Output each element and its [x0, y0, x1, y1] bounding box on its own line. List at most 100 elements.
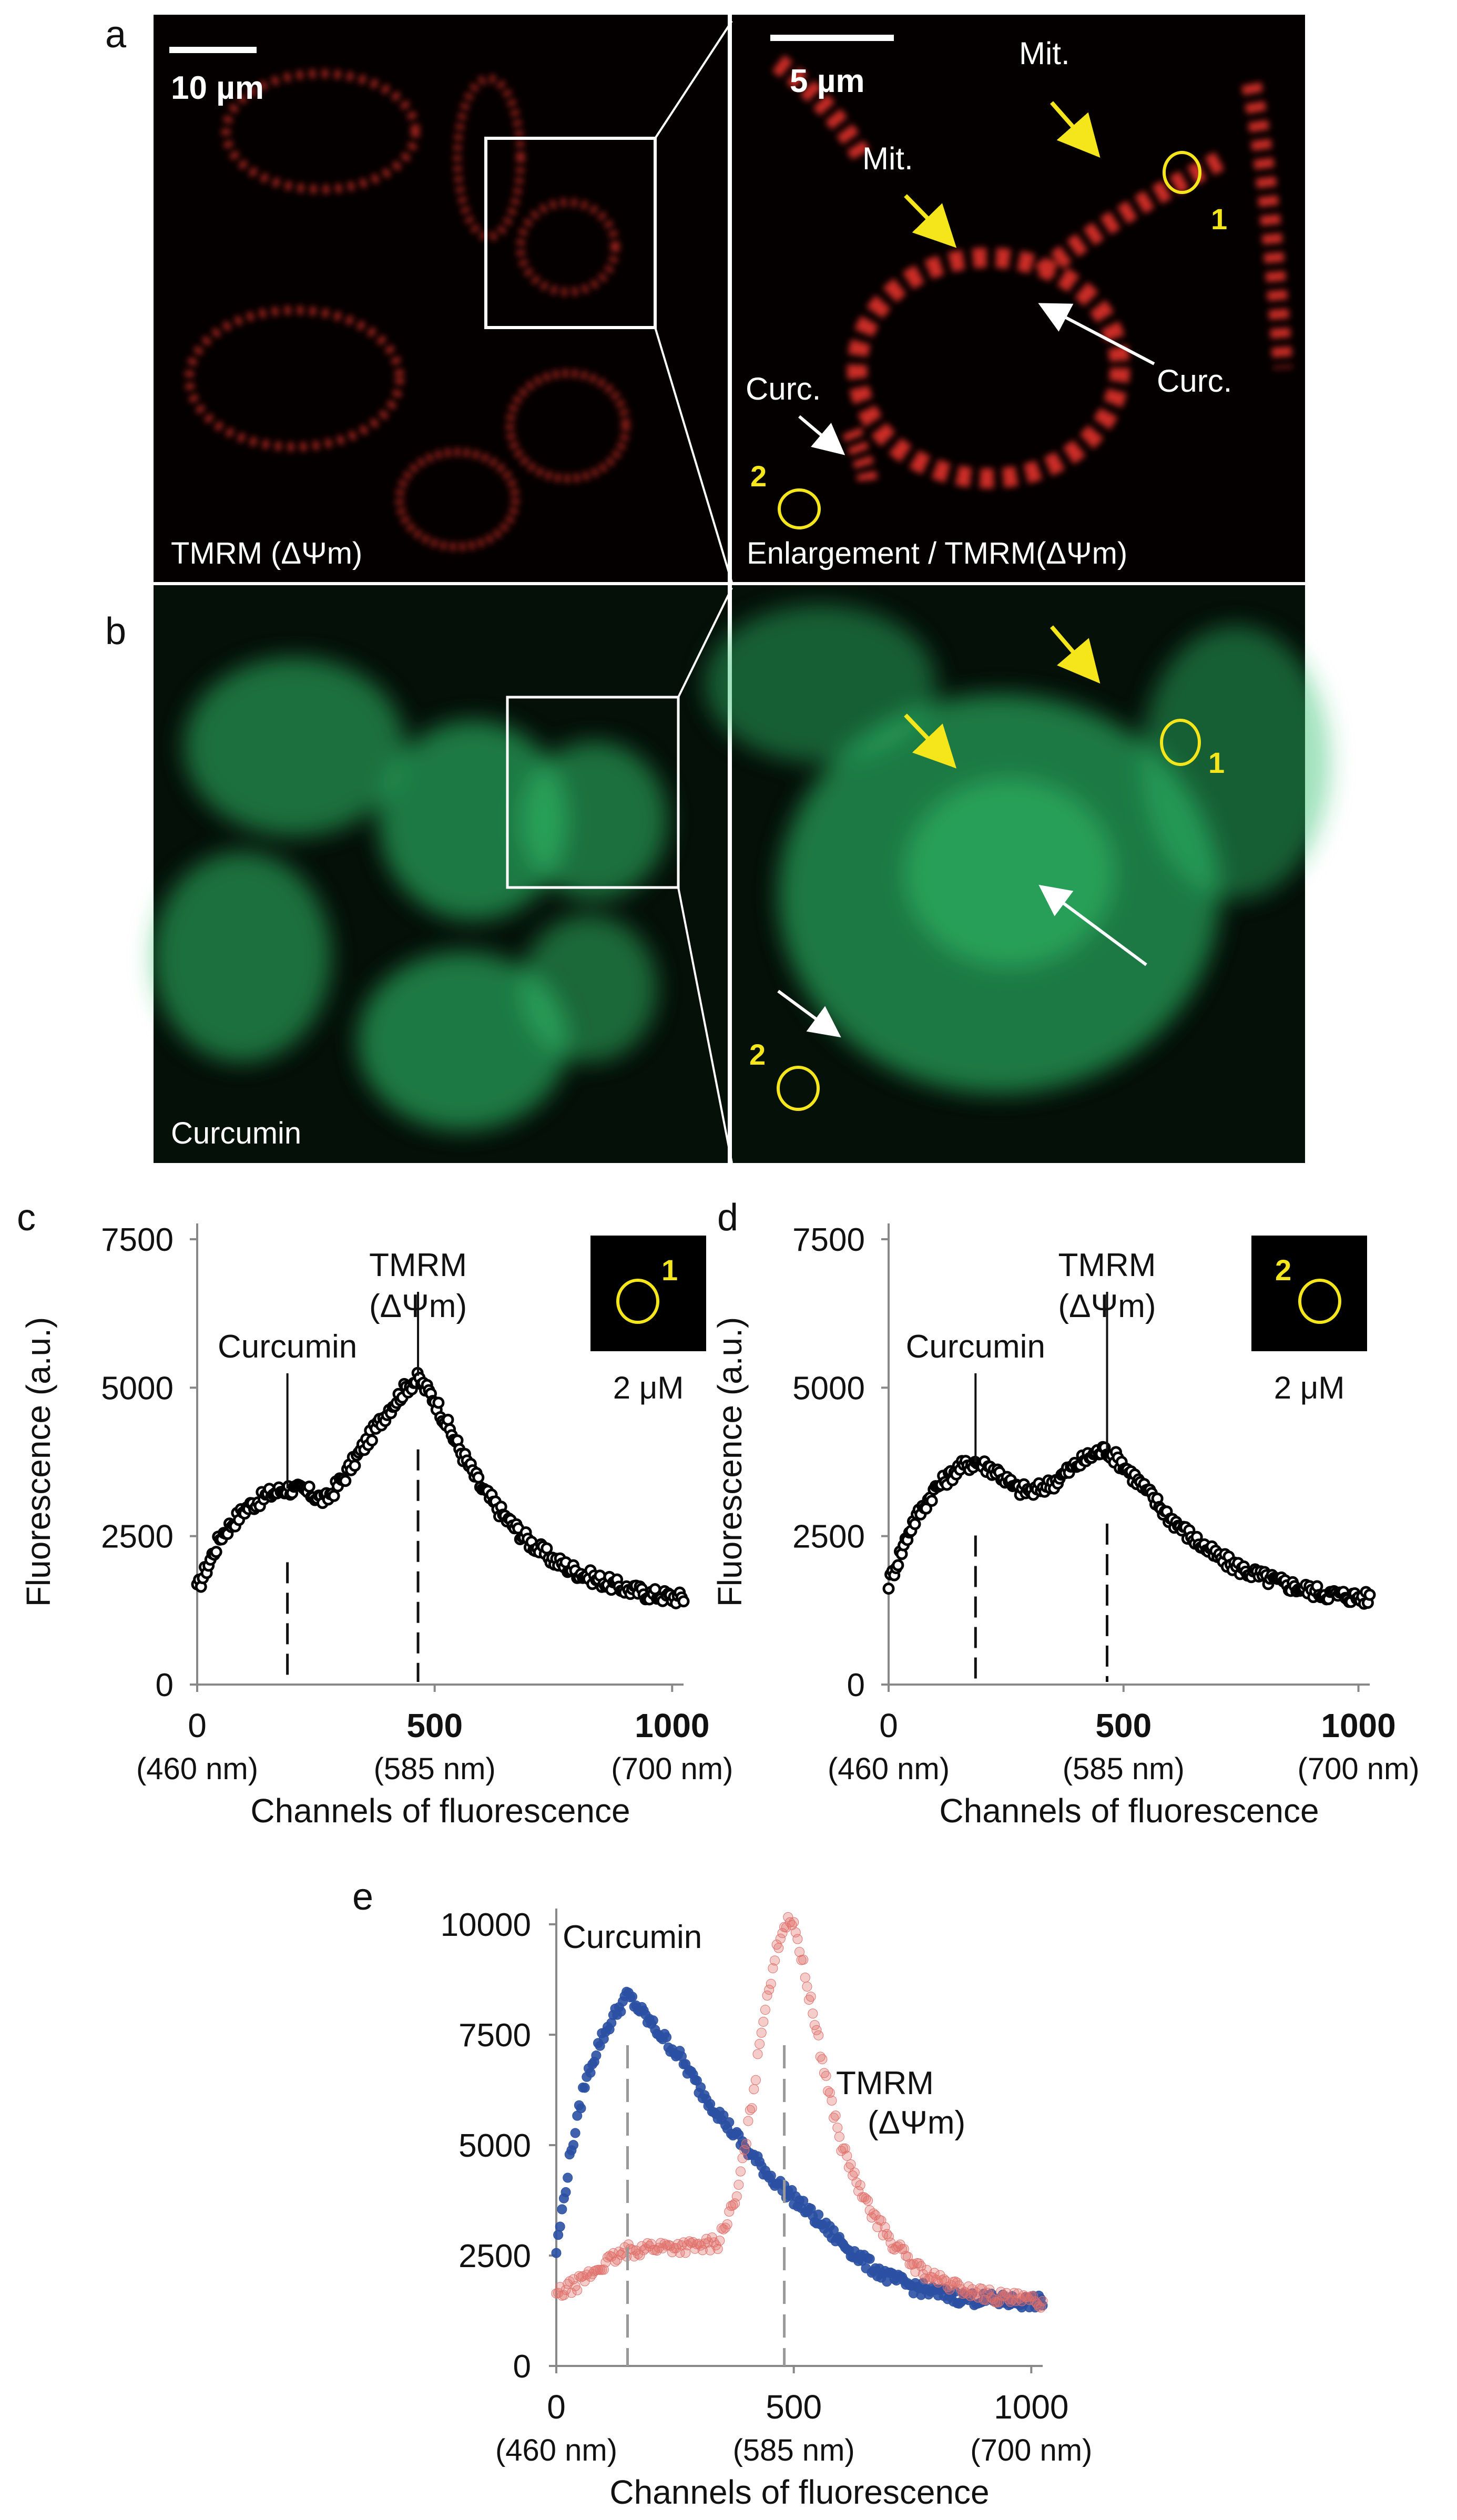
- chart-e-y-tick-label: 7500: [459, 2017, 531, 2054]
- panel-a-zoom-box: [484, 137, 657, 329]
- chart-e-series-tmrm: [551, 1912, 1048, 2313]
- chart-e-point: [610, 2256, 620, 2267]
- chart-e-point: [823, 2086, 833, 2096]
- chart-e-x-tick-sub: (460 nm): [495, 2433, 617, 2467]
- chart-e-point: [745, 2105, 756, 2115]
- chart-e-point: [731, 2191, 742, 2201]
- chart-e-point: [792, 1934, 803, 1944]
- chart-c-y-label: Fluorescence (a.u.): [19, 1317, 57, 1607]
- chart-e-point: [591, 2050, 602, 2061]
- chart-e-point: [737, 2153, 748, 2164]
- chart-e-point: [798, 1954, 809, 1965]
- chart-e-point: [627, 1992, 638, 2002]
- chart-c-y-tick-label: 7500: [101, 1222, 174, 1258]
- chart-e-series-label-tmrm-2: (ΔΨm): [868, 2105, 965, 2141]
- chart-e-point: [829, 2225, 839, 2236]
- chart-e-point: [988, 2293, 998, 2304]
- chart-e-point: [883, 2231, 894, 2242]
- panel-a-curc-arrow-1: [1038, 303, 1155, 365]
- chart-e-point: [868, 2208, 879, 2219]
- chart-e-point: [827, 2095, 837, 2106]
- panel-a-roi-2-label: 2: [750, 460, 767, 493]
- chart-e-point: [864, 2253, 875, 2264]
- chart-d-x-tick-sub: (700 nm): [1298, 1752, 1420, 1786]
- chart-e-point: [834, 2131, 844, 2142]
- chart-d-y-tick-label: 5000: [792, 1370, 865, 1406]
- chart-e-point: [960, 2287, 970, 2297]
- chart-e-point: [817, 2054, 828, 2065]
- panel-b: b 1 2 Curcumin: [105, 582, 1330, 1164]
- chart-d-y-tick-label: 7500: [792, 1222, 865, 1258]
- chart-e-point: [843, 2162, 854, 2172]
- chart-e-point: [585, 2271, 596, 2282]
- chart-c-y-tick-label: 5000: [101, 1370, 174, 1406]
- chart-e-point: [585, 2067, 596, 2078]
- chart-d-y-tick-label: 0: [847, 1667, 865, 1703]
- chart-e-point: [775, 1933, 786, 1944]
- chart-e-x-tick-sub: (585 nm): [733, 2433, 855, 2467]
- chart-d-peak-label: TMRM: [1058, 1247, 1156, 1283]
- panel-b-letter: b: [105, 610, 126, 652]
- chart-e-point: [675, 2248, 685, 2258]
- panel-b-zoom-guide-top: [677, 587, 733, 698]
- panel-a-roi-1-label: 1: [1211, 202, 1227, 236]
- panel-a-mit-arrow-2: [904, 194, 957, 248]
- chart-e-point: [770, 1955, 780, 1966]
- chart-e-point: [709, 2237, 719, 2248]
- chart-c-point: [328, 1489, 340, 1502]
- chart-e-point: [755, 2039, 765, 2049]
- chart-c-y-tick-label: 2500: [101, 1519, 174, 1555]
- chart-e-point: [965, 2291, 976, 2301]
- chart-e-point: [743, 2116, 753, 2126]
- chart-d-peak-label-2: (ΔΨm): [1058, 1288, 1156, 1324]
- chart-e-point: [1007, 2294, 1017, 2305]
- chart-e-point: [718, 2224, 729, 2235]
- panel-b-yellow-arrow-2: [904, 713, 957, 769]
- chart-e-point: [813, 2030, 824, 2041]
- panel-a-letter: a: [105, 14, 127, 56]
- chart-e-point: [680, 2248, 691, 2258]
- panel-a-left-label: TMRM (ΔΨm): [171, 536, 362, 570]
- chart-e-point: [813, 2209, 824, 2220]
- chart-e-point: [809, 2020, 820, 2031]
- chart-d-peak-label: Curcumin: [906, 1329, 1045, 1365]
- chart-e-point: [952, 2278, 962, 2288]
- chart-e-point: [612, 2254, 623, 2265]
- chart-d-inset-roi-circle: [1298, 1279, 1341, 1324]
- chart-c-point: [442, 1413, 454, 1426]
- chart-e-point: [824, 2087, 835, 2098]
- chart-e-point: [750, 2075, 761, 2085]
- chart-e-point: [830, 2110, 841, 2121]
- chart-e-point: [853, 2186, 864, 2196]
- chart-c-inset-roi-circle: [616, 1279, 659, 1324]
- panel-b-roi-1-label: 1: [1208, 746, 1225, 779]
- chart-e-point: [806, 1992, 816, 2002]
- chart-c-x-tick-sub: (460 nm): [136, 1752, 258, 1786]
- chart-e-point: [808, 2008, 818, 2019]
- chart-e-point: [1016, 2296, 1027, 2307]
- chart-e-point: [733, 2179, 744, 2190]
- chart-e-point: [1001, 2288, 1012, 2298]
- chart-e-point: [859, 2192, 869, 2202]
- chart-e-x-label: Channels of fluorescence: [609, 2473, 989, 2511]
- chart-e-point: [555, 2221, 565, 2232]
- chart-e-point: [773, 1943, 784, 1953]
- chart-c-x-tick-label: 500: [406, 1707, 463, 1744]
- chart-e-point: [551, 2248, 562, 2258]
- chart-e-point: [642, 2238, 653, 2249]
- chart-d-point: [892, 1559, 904, 1572]
- chart-e-point: [718, 2110, 729, 2120]
- chart-d-point: [882, 1583, 895, 1595]
- chart-c-point: [472, 1471, 485, 1484]
- chart-e-letter: e: [352, 1876, 373, 1918]
- panel-a-zoom-guide-top: [654, 20, 733, 139]
- chart-c-x-label: Channels of fluorescence: [250, 1792, 630, 1830]
- chart-e-point: [950, 2276, 961, 2287]
- chart-c-peak-label-2: (ΔΨm): [369, 1288, 467, 1324]
- chart-e-point: [957, 2289, 968, 2299]
- chart-d-inset-box: [1251, 1236, 1367, 1351]
- chart-e-point: [861, 2193, 871, 2204]
- panel-b-yellow-arrow-1: [1050, 625, 1101, 684]
- chart-d-x-tick-label: 1000: [1321, 1707, 1395, 1744]
